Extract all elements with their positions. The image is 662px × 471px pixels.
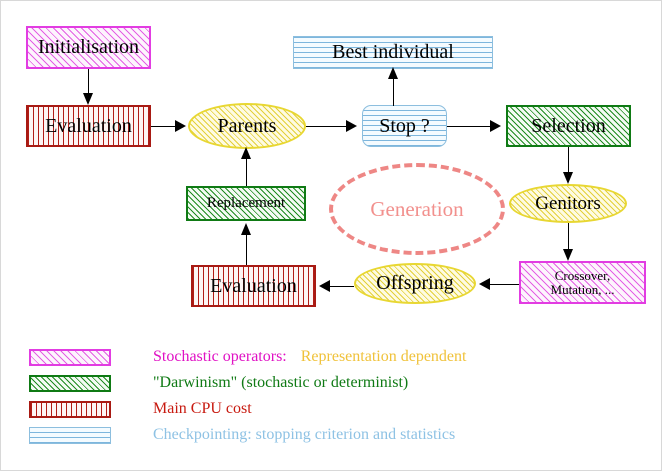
- legend-row-main-cpu-cost: Main CPU cost: [29, 399, 252, 419]
- node-evaluation-top-label: Evaluation: [45, 114, 132, 137]
- edge-initialisation-to-evaluation: [88, 69, 89, 93]
- node-replacement-label: Replacement: [206, 194, 286, 211]
- legend-swatch-red-vertical-hatch: [29, 400, 111, 418]
- node-genitors-label: Genitors: [535, 192, 601, 214]
- edge-stop-to-best-individual-arrowhead: [388, 67, 398, 79]
- node-generation-label: Generation: [370, 196, 464, 221]
- legend-label-darwinism: "Darwinism" (stochastic or determinist): [153, 374, 409, 391]
- legend-row-checkpointing: Checkpointing: stopping criterion and st…: [29, 425, 455, 445]
- legend-swatch-blue-horizontal-hatch: [29, 426, 111, 444]
- edge-offspring-to-evaluation-arrowhead: [319, 280, 330, 292]
- edge-selection-to-genitors: [568, 147, 569, 173]
- node-best-individual-label: Best individual: [332, 41, 454, 63]
- node-stop-label: Stop ?: [379, 114, 430, 137]
- legend-swatch-magenta-diagonal-hatch: [29, 348, 111, 366]
- node-initialisation-label: Initialisation: [37, 36, 140, 58]
- node-evaluation-top[interactable]: Evaluation: [26, 105, 151, 147]
- edge-parents-to-stop: [306, 126, 347, 127]
- edge-initialisation-to-evaluation-arrowhead: [83, 93, 93, 105]
- node-selection[interactable]: Selection: [506, 105, 631, 147]
- node-offspring-label: Offspring: [376, 272, 454, 294]
- legend-row-stochastic-operators: Stochastic operators: Representation dep…: [29, 347, 466, 367]
- node-offspring[interactable]: Offspring: [354, 263, 476, 304]
- node-generation: Generation: [329, 163, 505, 255]
- edge-selection-to-genitors-arrowhead: [563, 172, 573, 184]
- edge-stop-to-selection-arrowhead: [490, 120, 501, 132]
- legend-swatch-green-diagonal-hatch: [29, 374, 111, 392]
- edge-stop-to-best-individual: [393, 77, 394, 106]
- edge-replacement-to-parents-arrowhead: [241, 147, 251, 159]
- node-stop[interactable]: Stop ?: [362, 105, 447, 147]
- node-evaluation-bottom[interactable]: Evaluation: [191, 265, 316, 307]
- node-selection-label: Selection: [531, 114, 606, 137]
- edge-evaluation-to-replacement: [246, 233, 247, 265]
- node-initialisation[interactable]: Initialisation: [26, 26, 151, 69]
- legend: Stochastic operators: Representation dep…: [1, 337, 661, 457]
- edge-stop-to-selection: [447, 126, 491, 127]
- edge-crossover-to-offspring: [490, 284, 519, 285]
- node-parents[interactable]: Parents: [188, 103, 306, 149]
- node-best-individual[interactable]: Best individual: [293, 36, 493, 69]
- edge-parents-to-stop-arrowhead: [346, 120, 357, 132]
- legend-row-darwinism: "Darwinism" (stochastic or determinist): [29, 373, 408, 393]
- node-crossover-mutation[interactable]: Crossover, Mutation, ...: [519, 261, 646, 304]
- legend-label-stochastic-operators: Stochastic operators:: [153, 348, 287, 365]
- node-parents-label: Parents: [217, 114, 277, 137]
- edge-genitors-to-crossover: [568, 223, 569, 249]
- node-replacement[interactable]: Replacement: [186, 186, 306, 221]
- legend-label-representation-dependent: Representation dependent: [300, 348, 467, 365]
- node-crossover-mutation-label-line2: Mutation, ...: [550, 281, 615, 297]
- edge-offspring-to-evaluation: [330, 286, 354, 287]
- edge-evaluation-to-parents-arrowhead: [175, 120, 186, 132]
- node-crossover-mutation-label-line1: Crossover,: [554, 267, 611, 283]
- edge-evaluation-to-replacement-arrowhead: [241, 223, 251, 235]
- edge-evaluation-to-parents: [151, 126, 176, 127]
- legend-label-main-cpu-cost: Main CPU cost: [153, 400, 252, 417]
- node-evaluation-bottom-label: Evaluation: [210, 274, 297, 297]
- edge-crossover-to-offspring-arrowhead: [479, 278, 490, 290]
- legend-label-checkpointing: Checkpointing: stopping criterion and st…: [153, 426, 456, 443]
- edge-replacement-to-parents: [246, 159, 247, 186]
- node-genitors[interactable]: Genitors: [509, 184, 627, 223]
- edge-genitors-to-crossover-arrowhead: [563, 249, 573, 261]
